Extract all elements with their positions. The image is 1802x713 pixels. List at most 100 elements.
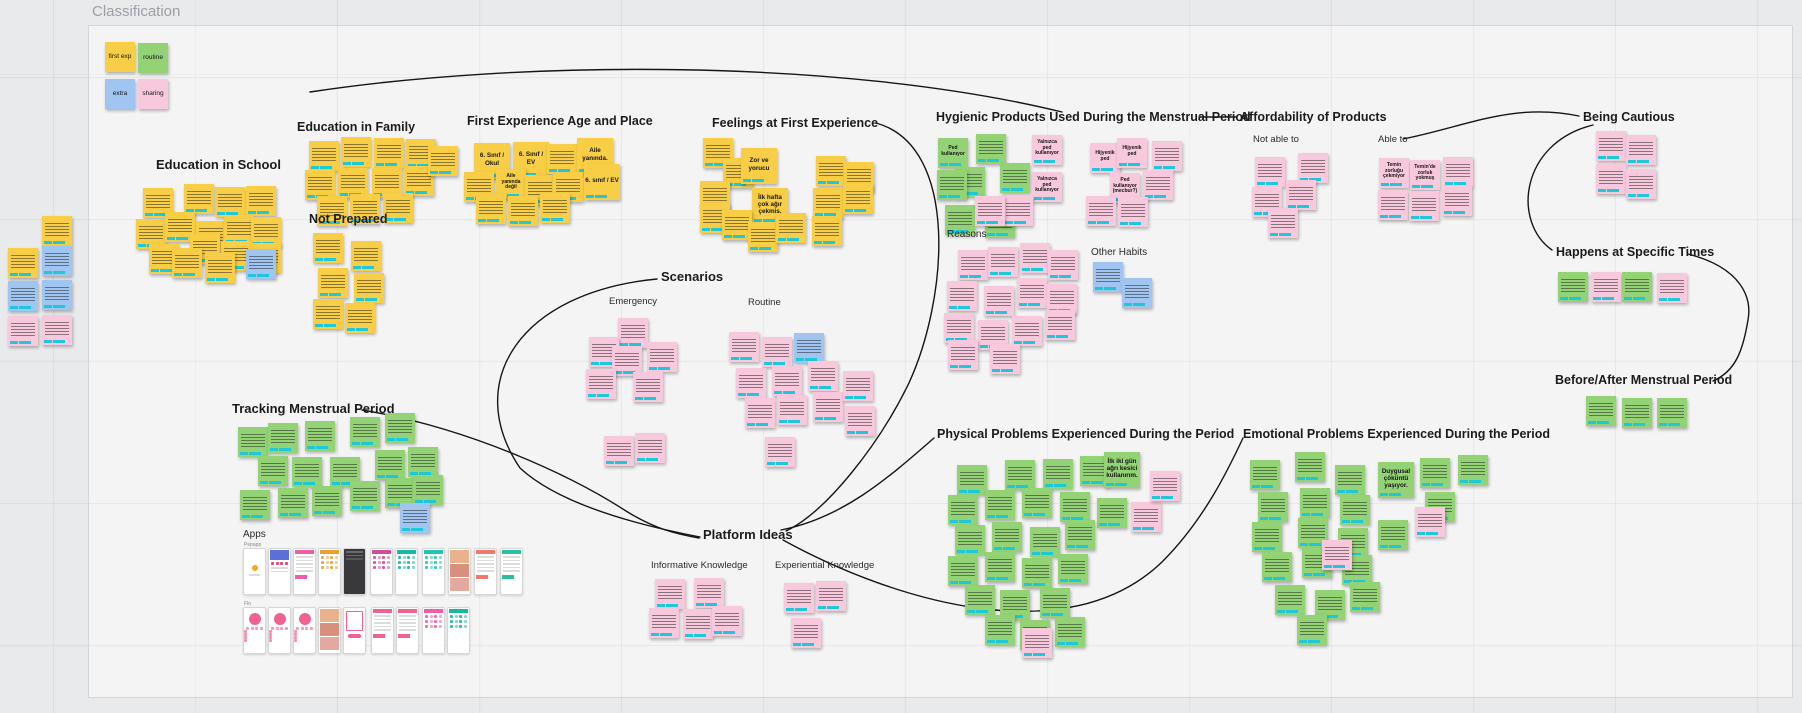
sticky-note[interactable] — [1118, 197, 1148, 227]
sticky-note[interactable] — [845, 406, 875, 436]
sticky-note[interactable] — [374, 138, 404, 168]
cluster-title-not-prepared[interactable]: Not Prepared — [309, 212, 388, 226]
sticky-note[interactable] — [777, 395, 807, 425]
sticky-note[interactable] — [165, 212, 195, 242]
sticky-note[interactable]: Ped kullanıyor — [938, 138, 968, 168]
connector-feelings-to-platform[interactable] — [785, 122, 940, 532]
sticky-note[interactable] — [1262, 552, 1292, 582]
sticky-note[interactable] — [42, 280, 72, 310]
cluster-title-affordability[interactable]: Affordability of Products — [1240, 110, 1387, 124]
sticky-note[interactable] — [776, 213, 806, 243]
app-screenshot[interactable] — [474, 548, 497, 595]
sticky-note[interactable] — [1409, 191, 1439, 221]
sticky-note[interactable] — [246, 186, 276, 216]
cluster-title-before-after[interactable]: Before/After Menstrual Period — [1555, 373, 1733, 387]
sticky-note[interactable] — [812, 216, 842, 246]
sticky-note[interactable] — [736, 368, 766, 398]
sticky-note[interactable] — [351, 241, 381, 271]
sticky-note[interactable]: İlk iki gün ağrı kesici kullanırım. — [1104, 452, 1140, 488]
sticky-note[interactable] — [985, 615, 1015, 645]
sublabel-experiential-knowledge[interactable]: Experiential Knowledge — [775, 560, 875, 571]
connector-scenarios-to-platform[interactable] — [496, 278, 701, 538]
app-screenshot[interactable] — [396, 607, 419, 654]
sticky-note[interactable]: Yalnızca ped kullanıyor — [1032, 135, 1062, 165]
sticky-note[interactable] — [383, 193, 413, 223]
sticky-note[interactable] — [988, 247, 1018, 277]
sticky-note[interactable] — [618, 318, 648, 348]
sticky-note[interactable] — [762, 337, 792, 367]
sticky-note[interactable] — [843, 371, 873, 401]
cluster-title-hygienic-products[interactable]: Hygienic Products Used During the Menstr… — [936, 110, 1251, 124]
sticky-note[interactable]: İlk hafta çok ağır çekmiş. — [752, 188, 788, 224]
sticky-note[interactable]: Hijyenik ped — [1117, 138, 1147, 168]
app-screenshot[interactable] — [448, 548, 471, 595]
sticky-note[interactable] — [1626, 169, 1656, 199]
sticky-note[interactable] — [1415, 507, 1445, 537]
sublabel-not-able-to[interactable]: Not able to — [1253, 134, 1299, 145]
sticky-note[interactable] — [1093, 262, 1123, 292]
sticky-note[interactable] — [238, 427, 268, 457]
sticky-note[interactable] — [1022, 488, 1052, 518]
sticky-note[interactable] — [612, 346, 642, 376]
sticky-note[interactable] — [136, 219, 166, 249]
sticky-note[interactable] — [816, 581, 846, 611]
sticky-note[interactable] — [1000, 163, 1030, 193]
sticky-note[interactable] — [1596, 164, 1626, 194]
sticky-note[interactable] — [268, 423, 298, 453]
sticky-note[interactable] — [937, 170, 967, 200]
sticky-note[interactable] — [1012, 316, 1042, 346]
cluster-title-education-in-school[interactable]: Education in School — [156, 157, 281, 172]
sticky-note[interactable] — [1005, 460, 1035, 490]
sticky-note[interactable] — [948, 495, 978, 525]
sticky-note[interactable] — [1295, 452, 1325, 482]
connector-tracking-to-platform[interactable] — [361, 409, 700, 539]
sticky-note[interactable] — [1286, 180, 1316, 210]
sticky-note[interactable] — [313, 233, 343, 263]
cluster-title-feelings[interactable]: Feelings at First Experience — [712, 116, 879, 130]
sticky-note[interactable] — [712, 606, 742, 636]
sticky-note[interactable]: Duygusal çöküntü yaşıyor. — [1378, 462, 1414, 498]
sticky-note[interactable] — [633, 372, 663, 402]
sticky-note[interactable] — [944, 313, 974, 343]
sticky-note[interactable] — [1268, 208, 1298, 238]
sticky-note[interactable] — [404, 166, 434, 196]
sticky-note[interactable] — [42, 315, 72, 345]
sticky-note[interactable] — [251, 217, 281, 247]
sticky-note[interactable]: Zor ve yorucu — [741, 148, 777, 184]
connector-ableto-to-cautious[interactable] — [1402, 111, 1580, 140]
sticky-note[interactable] — [305, 421, 335, 451]
sublabel-apps[interactable]: Apps — [243, 529, 266, 540]
sublabel-able-to[interactable]: Able to — [1378, 134, 1408, 145]
sticky-note[interactable] — [1060, 492, 1090, 522]
sticky-note[interactable] — [476, 194, 506, 224]
app-screenshot[interactable] — [500, 548, 523, 595]
sticky-note[interactable] — [1131, 502, 1161, 532]
app-screenshot[interactable] — [318, 607, 341, 654]
sticky-note[interactable] — [8, 281, 38, 311]
sticky-note[interactable] — [375, 450, 405, 480]
sticky-note[interactable] — [1350, 582, 1380, 612]
app-screenshot[interactable] — [422, 607, 445, 654]
connector-platform-to-physical[interactable] — [780, 437, 935, 531]
sticky-note[interactable] — [772, 366, 802, 396]
sticky-note[interactable] — [1558, 272, 1588, 302]
sticky-note[interactable] — [508, 196, 538, 226]
cluster-title-platform-ideas[interactable]: Platform Ideas — [703, 527, 793, 542]
app-screenshot[interactable] — [268, 607, 291, 654]
sticky-note[interactable] — [400, 503, 430, 533]
sticky-note[interactable] — [635, 433, 665, 463]
sticky-note[interactable] — [958, 250, 988, 280]
sticky-note[interactable] — [413, 475, 443, 505]
sticky-note[interactable] — [350, 194, 380, 224]
sticky-note[interactable] — [385, 413, 415, 443]
sticky-note[interactable] — [816, 156, 846, 186]
sticky-note[interactable] — [794, 333, 824, 363]
sticky-note[interactable] — [784, 583, 814, 613]
sticky-note[interactable] — [791, 618, 821, 648]
sticky-note[interactable] — [1030, 527, 1060, 557]
sticky-note[interactable] — [258, 456, 288, 486]
sticky-note[interactable] — [965, 585, 995, 615]
sticky-note[interactable] — [649, 608, 679, 638]
sticky-note[interactable] — [729, 332, 759, 362]
sticky-note[interactable]: Temin zorluğu çekmiyor — [1379, 158, 1409, 188]
